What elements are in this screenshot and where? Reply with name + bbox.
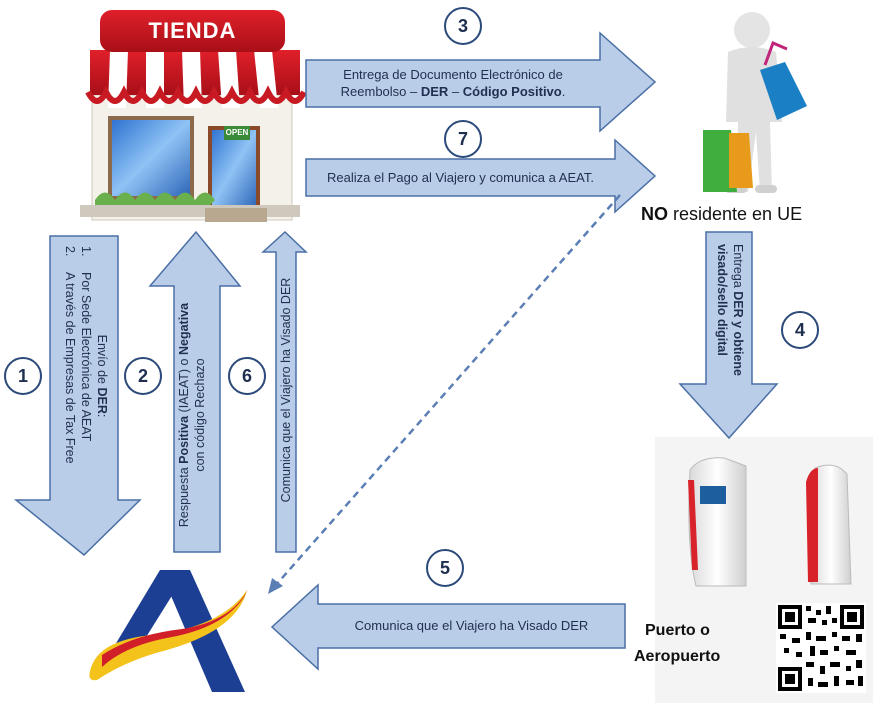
step-7-text: Realiza el Pago al Viajero y comunica a … (327, 170, 594, 185)
step-2-line1-bold2: Negativa (177, 302, 191, 356)
step-1-item-2: 2. A través de Empresas de Tax Free (62, 246, 78, 506)
shop-open-sign: OPEN (225, 128, 249, 137)
step-4-line1-plain: Entrega (731, 244, 745, 292)
step-2-line1: Respuesta Positiva (IAEAT) o Negativa (176, 290, 192, 540)
step-3-number: 3 (444, 7, 482, 45)
step-4-line1: Entrega DER y obtiene (730, 244, 746, 379)
arrow-step-1 (13, 235, 142, 557)
step-7-number: 7 (444, 120, 482, 158)
step-1-item-2-text: A través de Empresas de Tax Free (63, 272, 77, 464)
step-3-line2-end: . (561, 84, 566, 99)
step-6-text: Comunica que el Viajero ha Visado DER (279, 277, 293, 503)
step-3-line2-plain: Reembolso – (340, 84, 421, 99)
step-4-text: Entrega DER y obtiene visado/sello digit… (714, 244, 746, 379)
step-3-line2-bold1: DER (420, 84, 449, 99)
traveler-label-rest: residente en UE (668, 204, 803, 224)
arrow-step-7 (305, 138, 657, 214)
step-3-line2-bold2: Código Positivo (462, 84, 562, 99)
step-3-text: Entrega de Documento Electrónico de Reem… (306, 66, 600, 100)
step-1-title-bold: DER (95, 387, 109, 414)
step-2-line1-mid: (IAEAT) o (177, 355, 191, 416)
step-1-item-1: 1. Por Sede Electrónica de AEAT (78, 246, 94, 506)
step-1-item-1-text: Por Sede Electrónica de AEAT (79, 272, 93, 442)
step-1-item-2-num: 2. (63, 246, 77, 257)
step-1-title-end: : (95, 413, 109, 418)
dashed-arrow-traveler-to-aeat (274, 194, 621, 587)
step-4-line2-bold: visado/sello digital (715, 244, 729, 356)
step-5-text: Comunica que el Viajero ha Visado DER (354, 618, 589, 633)
step-2-line1-plain: Respuesta (177, 463, 191, 528)
port-label-line2: Aeropuerto (634, 648, 721, 665)
arrow-step-6 (261, 230, 308, 553)
step-4-line2: visado/sello digital (714, 244, 730, 379)
step-4-line1-bold: DER y obtiene (731, 291, 745, 377)
arrow-step-2 (148, 230, 242, 553)
step-3-line1: Entrega de Documento Electrónico de (343, 67, 563, 82)
dashed-arrow-head (268, 578, 283, 594)
kiosk-illustration (655, 437, 873, 703)
step-1-text: Envío de DER: 1. Por Sede Electrónica de … (62, 246, 110, 506)
aeat-logo (89, 570, 248, 692)
arrow-step-5 (270, 583, 626, 671)
arrow-step-3 (305, 31, 657, 133)
step-2-line1-bold1: Positiva (177, 415, 191, 464)
step-1-title: Envío de DER: (94, 246, 110, 506)
step-1-title-plain: Envío de (95, 334, 109, 388)
step-2-text: Respuesta Positiva (IAEAT) o Negativa co… (176, 290, 208, 540)
traveler-label-bold: NO (641, 204, 668, 224)
shop-sign: TIENDA (148, 18, 237, 43)
step-4-number: 4 (781, 311, 819, 349)
traveler-illustration (703, 12, 807, 193)
shop-illustration (80, 10, 307, 222)
traveler-label: NO residente en UE (641, 204, 802, 225)
step-1-item-1-num: 1. (79, 246, 93, 257)
step-3-line2-mid: – (448, 84, 463, 99)
step-2-line2: con código Rechazo (193, 358, 207, 472)
arrow-step-4 (678, 231, 779, 440)
step-5-number: 5 (426, 549, 464, 587)
port-label-line1: Puerto o (645, 622, 710, 639)
step-2-number: 2 (124, 357, 162, 395)
qr-code-image (776, 603, 866, 693)
step-1-number: 1 (4, 357, 42, 395)
step-6-number: 6 (228, 357, 266, 395)
